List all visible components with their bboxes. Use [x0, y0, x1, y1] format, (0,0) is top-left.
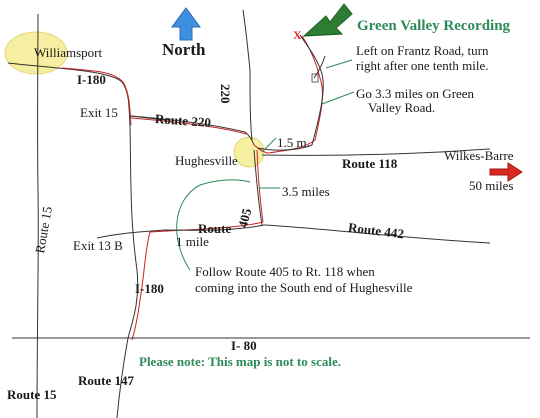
i180-route-overlay: [61, 67, 132, 126]
destination-title: Green Valley Recording: [357, 18, 511, 34]
exit13b-label: Exit 13 B: [73, 238, 123, 253]
route405-note-line1: Follow Route 405 to Rt. 118 when: [195, 264, 375, 279]
north-arrow-icon: [171, 7, 201, 41]
frantz-callout-line: [325, 59, 353, 69]
route220-vertical-road: [249, 69, 253, 141]
route405-label-route: Route: [198, 221, 232, 236]
distance-1-5: 1.5 m.: [277, 135, 310, 150]
route442-road: [263, 224, 491, 244]
destination-marker: X: [293, 28, 302, 42]
distance-3-5: 3.5 miles: [282, 184, 330, 199]
route15-bottom-label: Route 15: [7, 387, 57, 402]
frantz-note-line2: right after one tenth mile.: [356, 58, 489, 73]
greenvalley-callout-line: [321, 91, 355, 105]
frantz-road: [313, 55, 326, 79]
wilkes-barre-distance: 50 miles: [469, 178, 514, 193]
i180-lower-overlay: [131, 231, 151, 341]
d15-callout-line: [261, 137, 277, 153]
exit15-label: Exit 15: [80, 105, 118, 120]
i180-road: [7, 62, 139, 339]
i180-top-label: I-180: [77, 72, 106, 87]
route220-overlay: [130, 117, 247, 135]
route118-road: [261, 148, 491, 156]
route220-top-road: [242, 9, 251, 71]
hughesville-highlight: [233, 136, 265, 168]
greenvalley-note-line1: Go 3.3 miles on Green: [356, 86, 475, 101]
williamsport-highlight: [4, 31, 68, 75]
frantz-road-stub: [311, 73, 319, 83]
distance-1: 1 mile: [176, 234, 209, 249]
east-arrow-icon: [489, 162, 523, 182]
route-15-road: [36, 13, 39, 418]
route405-callout-line: [176, 179, 251, 271]
hughesville-label: Hughesville: [175, 153, 238, 168]
route147-road: [116, 337, 129, 418]
i80-label: I- 80: [231, 338, 257, 353]
wilkes-barre-label: Wilkes-Barre: [444, 148, 514, 163]
disclaimer: Please note: This map is not to scale.: [139, 354, 341, 369]
route405-road: [253, 149, 263, 226]
i180-bottom-label: I-180: [135, 281, 164, 296]
north-label: North: [162, 40, 206, 59]
frantz-note-line1: Left on Frantz Road, turn: [356, 43, 489, 58]
route405-note-line2: coming into the South end of Hughesville: [195, 280, 413, 295]
destination-arrow-icon: [302, 3, 353, 37]
green-valley-road: [257, 34, 324, 151]
route220-vertical-label: 220: [218, 84, 233, 104]
williamsport-label: Williamsport: [34, 45, 103, 60]
exit13b-road: [96, 224, 265, 239]
greenvalley-note-line2: Valley Road.: [368, 100, 436, 115]
route118-label: Route 118: [342, 156, 398, 171]
route147-label: Route 147: [78, 373, 134, 388]
